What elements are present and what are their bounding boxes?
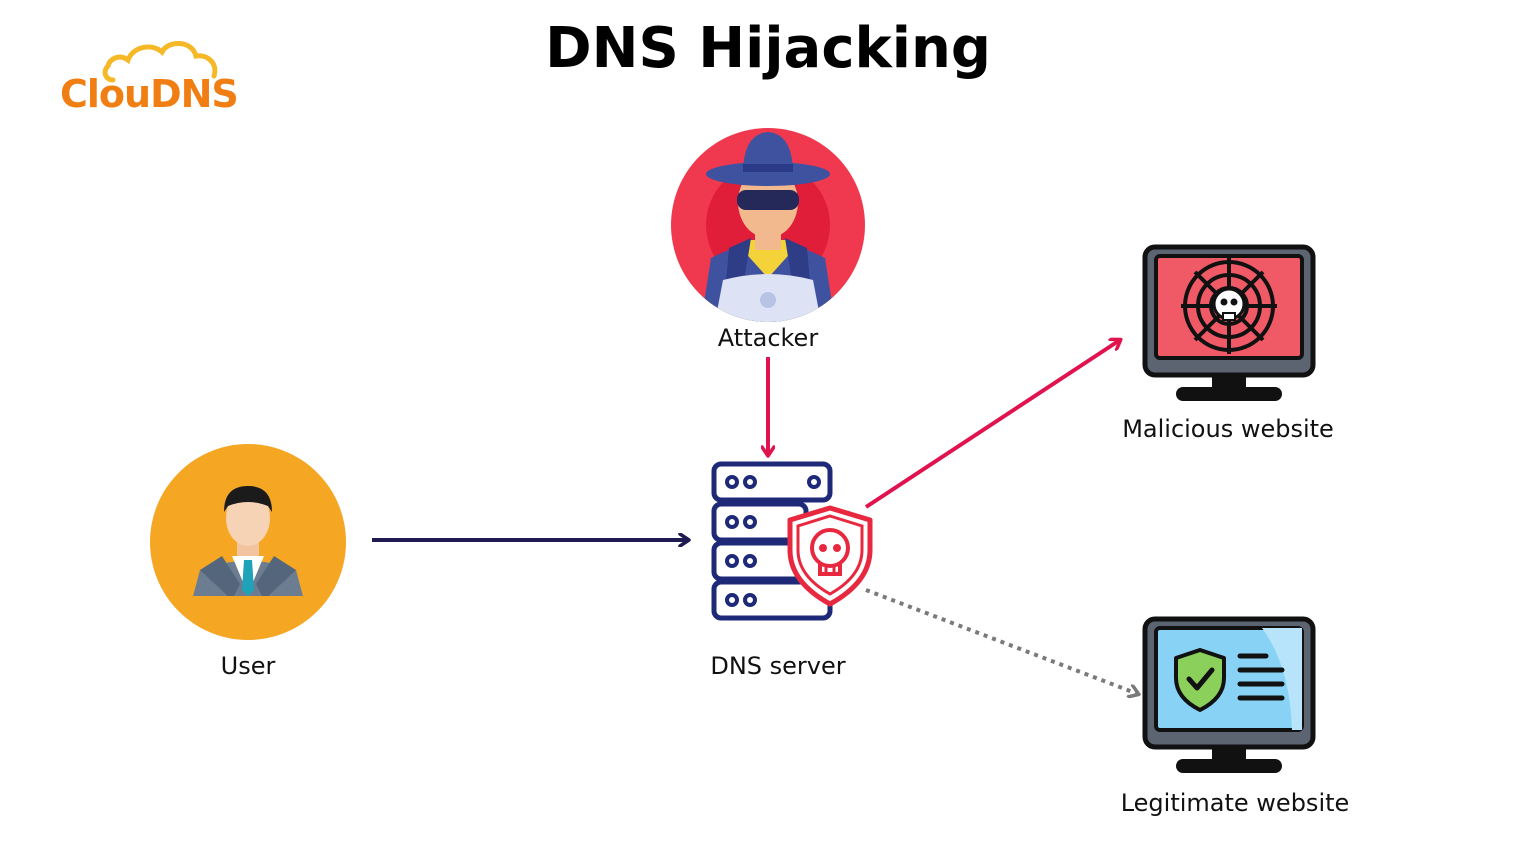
server-with-skull-shield-icon — [711, 461, 873, 621]
legitimate-website-node — [1142, 616, 1316, 778]
arrow-dns-to-malicious — [864, 340, 1120, 509]
cloudns-logo: ClouDNS — [58, 38, 248, 118]
malicious-website-label: Malicious website — [1122, 415, 1334, 443]
malicious-website-node — [1142, 244, 1316, 404]
logo-text: ClouDNS — [60, 72, 239, 116]
dns-server-label: DNS server — [710, 652, 846, 680]
monitor-shield-check-icon — [1142, 616, 1316, 773]
dns-server-node — [706, 458, 878, 628]
arrow-dns-to-legitimate — [865, 588, 1138, 694]
cloud-logo-icon — [102, 41, 218, 83]
user-label: User — [220, 652, 276, 680]
hacker-avatar-icon — [671, 128, 865, 322]
attacker-node — [671, 128, 865, 322]
businessman-avatar-icon — [150, 444, 346, 640]
page-title: DNS Hijacking — [545, 16, 991, 81]
legitimate-website-label: Legitimate website — [1120, 789, 1350, 817]
monitor-spider-web-skull-icon — [1142, 244, 1316, 401]
user-node — [150, 444, 346, 640]
attacker-label: Attacker — [717, 324, 819, 352]
